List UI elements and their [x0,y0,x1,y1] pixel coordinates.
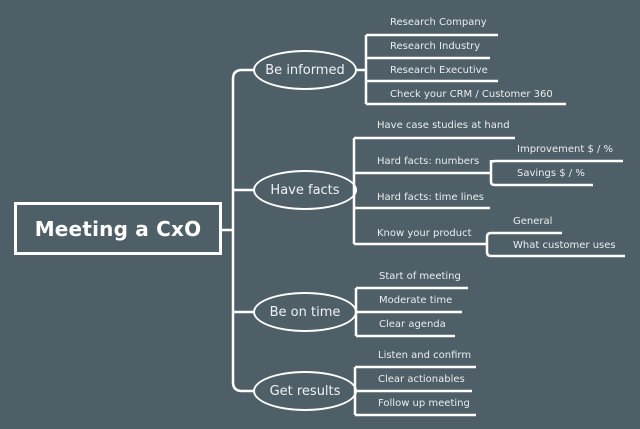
branch-label: Be on time [269,304,341,320]
root-node[interactable]: Meeting a CxO [14,202,222,255]
branch-label: Be informed [265,62,345,78]
leaf-listen-confirm[interactable]: Listen and confirm [378,350,472,361]
branch-have-facts[interactable]: Have facts [253,170,357,210]
leaf-research-industry[interactable]: Research Industry [390,41,481,52]
leaf-case-studies[interactable]: Have case studies at hand [377,120,510,131]
branch-label: Get results [269,383,341,399]
leaf-what-customer-uses[interactable]: What customer uses [513,240,616,251]
leaf-clear-agenda[interactable]: Clear agenda [379,319,446,330]
leaf-start-of-meeting[interactable]: Start of meeting [379,271,461,282]
leaf-improvement[interactable]: Improvement $ / % [517,144,614,155]
leaf-follow-up[interactable]: Follow up meeting [378,398,470,409]
leaf-research-company[interactable]: Research Company [390,17,487,28]
leaf-hard-facts-timelines[interactable]: Hard facts: time lines [377,192,484,203]
branch-label: Have facts [270,182,340,198]
leaf-know-product[interactable]: Know your product [377,228,472,239]
root-label: Meeting a CxO [34,216,202,241]
branch-be-informed[interactable]: Be informed [253,50,357,90]
leaf-research-executive[interactable]: Research Executive [390,65,488,76]
leaf-moderate-time[interactable]: Moderate time [379,295,453,306]
leaf-clear-actionables[interactable]: Clear actionables [378,374,465,385]
leaf-check-crm[interactable]: Check your CRM / Customer 360 [390,89,553,100]
leaf-savings[interactable]: Savings $ / % [517,168,585,179]
branch-be-on-time[interactable]: Be on time [253,292,357,332]
leaf-hard-facts-numbers[interactable]: Hard facts: numbers [377,156,480,167]
leaf-general[interactable]: General [513,216,553,227]
branch-get-results[interactable]: Get results [253,371,357,411]
